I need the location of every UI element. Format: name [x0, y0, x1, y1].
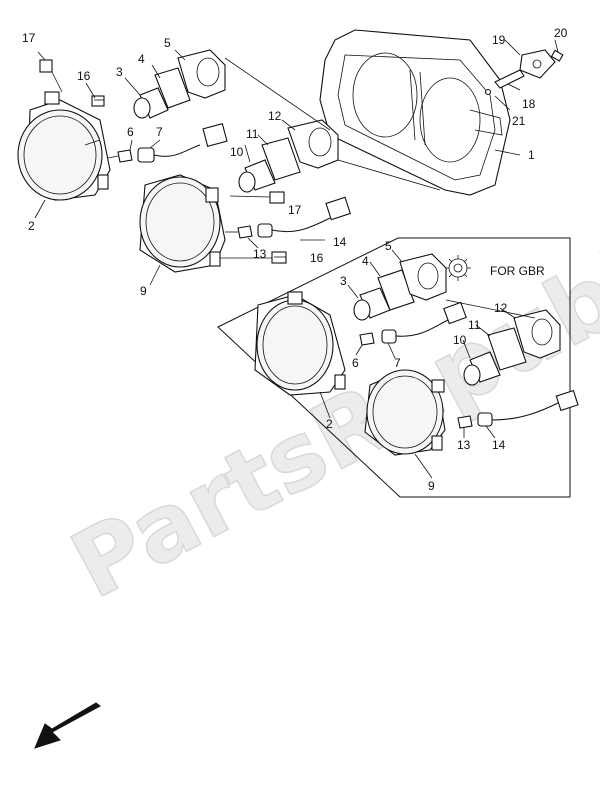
inset-title: FOR GBR [490, 264, 545, 278]
gbr-inset: FOR GBR [217, 237, 579, 498]
callout-13-gbr: 13 [457, 438, 471, 452]
callout-2: 2 [28, 219, 35, 233]
screw-16-top [91, 95, 105, 107]
callout-17: 17 [22, 31, 36, 45]
callout-6-gbr: 6 [352, 356, 359, 370]
callout-9: 9 [140, 284, 147, 298]
callout-19: 19 [492, 33, 506, 47]
callout-16b: 16 [310, 251, 324, 265]
callout-21: 21 [512, 114, 526, 128]
callout-6: 6 [127, 125, 134, 139]
callout-4-gbr: 4 [362, 254, 369, 268]
socket-11-top [261, 137, 301, 181]
callout-12: 12 [268, 109, 282, 123]
callout-20: 20 [554, 26, 568, 40]
callout-16: 16 [77, 69, 91, 83]
callout-17b: 17 [288, 203, 302, 217]
left-headlight-unit [17, 91, 111, 201]
callout-9-gbr: 9 [428, 479, 435, 493]
cover-5-top [177, 49, 226, 99]
front-direction-arrow-icon [34, 702, 101, 749]
harness-14-top [257, 196, 351, 238]
clip-17-middle [269, 191, 285, 204]
callout-3: 3 [116, 65, 123, 79]
callout-3-gbr: 3 [340, 274, 347, 288]
callout-10-gbr: 10 [453, 333, 467, 347]
callout-14: 14 [333, 235, 347, 249]
callout-4: 4 [138, 52, 145, 66]
right-headlight-unit [139, 174, 226, 273]
callout-2-gbr: 2 [326, 417, 333, 431]
position-bulb-13-top [237, 225, 253, 239]
callout-1: 1 [528, 148, 535, 162]
adjuster-bracket [484, 49, 564, 96]
callout-5: 5 [164, 36, 171, 50]
callout-11: 11 [246, 127, 259, 141]
socket-4-top [154, 67, 191, 109]
callout-18: 18 [522, 97, 536, 111]
callout-14-gbr: 14 [492, 438, 506, 452]
watermark: PartsRepublik [55, 183, 600, 619]
clip-17-top [39, 59, 53, 73]
callout-5-gbr: 5 [385, 239, 392, 253]
bulb-10-top [238, 159, 276, 193]
callout-10: 10 [230, 145, 244, 159]
callout-7: 7 [156, 125, 163, 139]
callout-labels: 17 16 3 4 5 19 20 18 21 1 6 7 12 11 10 2… [22, 26, 568, 493]
harness-7-top [137, 123, 228, 163]
leader-lines-main [34, 39, 559, 286]
gear-icon [445, 255, 471, 281]
callout-7-gbr: 7 [394, 356, 401, 370]
bulb-3-top [133, 87, 169, 119]
callout-11-gbr: 11 [468, 318, 481, 332]
headlight-housing [319, 29, 511, 196]
callout-13: 13 [253, 247, 267, 261]
position-bulb-6-top [117, 149, 133, 163]
callout-12-gbr: 12 [494, 301, 508, 315]
screw-16-bottom [271, 251, 287, 264]
